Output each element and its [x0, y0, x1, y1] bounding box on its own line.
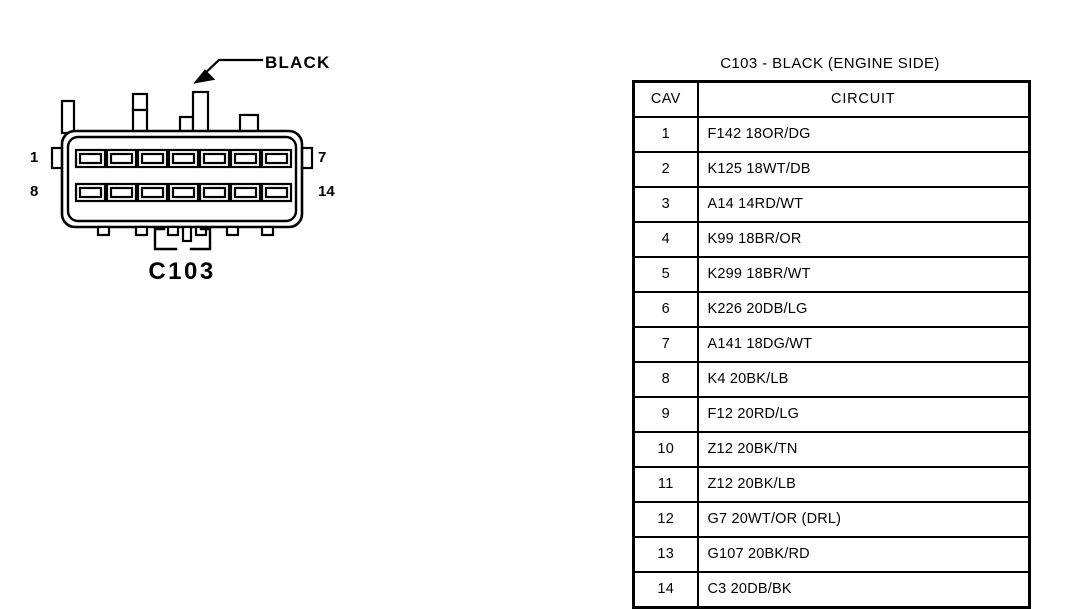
cell-cav: 5 — [632, 256, 699, 293]
cell-circuit: K299 18BR/WT — [696, 256, 1031, 293]
cell-circuit: G107 20BK/RD — [696, 536, 1031, 573]
connector-caption: C103 — [148, 258, 215, 285]
cell-cav: 13 — [632, 536, 699, 573]
cell-cav: 4 — [632, 221, 699, 258]
table-header-row: CAV CIRCUIT — [632, 80, 1031, 118]
cell-cav: 8 — [632, 361, 699, 398]
cell-cav: 14 — [632, 571, 699, 609]
black-label-text: BLACK — [265, 53, 331, 72]
cell-cav: 10 — [632, 431, 699, 468]
cell-cav: 9 — [632, 396, 699, 433]
cell-circuit: Z12 20BK/LB — [696, 466, 1031, 503]
cell-circuit: K4 20BK/LB — [696, 361, 1031, 398]
cell-circuit: K99 18BR/OR — [696, 221, 1031, 258]
cell-circuit: A141 18DG/WT — [696, 326, 1031, 363]
cell-circuit: K125 18WT/DB — [696, 151, 1031, 188]
connector-illustration: BLACK — [30, 53, 335, 285]
header-circuit: CIRCUIT — [696, 80, 1031, 118]
black-label-leader — [193, 58, 264, 84]
cell-circuit: F12 20RD/LG — [696, 396, 1031, 433]
cell-circuit: A14 14RD/WT — [696, 186, 1031, 223]
header-cav: CAV — [632, 80, 699, 118]
cell-circuit: Z12 20BK/TN — [696, 431, 1031, 468]
pin-number-bottom-right: 14 — [318, 183, 335, 200]
cell-circuit: K226 20DB/LG — [696, 291, 1031, 328]
cell-circuit: C3 20DB/BK — [696, 571, 1031, 609]
cell-cav: 12 — [632, 501, 699, 538]
cell-cav: 6 — [632, 291, 699, 328]
cell-circuit: G7 20WT/OR (DRL) — [696, 501, 1031, 538]
connector-diagram-panel: BLACK — [0, 0, 430, 608]
cell-cav: 1 — [632, 116, 699, 153]
cell-circuit: F142 18OR/DG — [696, 116, 1031, 153]
pin-number-bottom-left: 8 — [30, 183, 38, 200]
connector-bottom-tabs — [96, 225, 275, 243]
cavity-grid — [74, 148, 293, 203]
pin-number-top-left: 1 — [30, 149, 38, 166]
pinout-table-panel: C103 - BLACK (ENGINE SIDE) CAV CIRCUIT 1… — [632, 55, 1031, 609]
connector-latch-brackets — [153, 227, 212, 251]
cell-cav: 3 — [632, 186, 699, 223]
connector-top-tabs — [60, 90, 260, 136]
table-title: C103 - BLACK (ENGINE SIDE) — [720, 55, 940, 72]
cell-cav: 2 — [632, 151, 699, 188]
cell-cav: 7 — [632, 326, 699, 363]
cell-cav: 11 — [632, 466, 699, 503]
pin-number-top-right: 7 — [318, 149, 326, 166]
